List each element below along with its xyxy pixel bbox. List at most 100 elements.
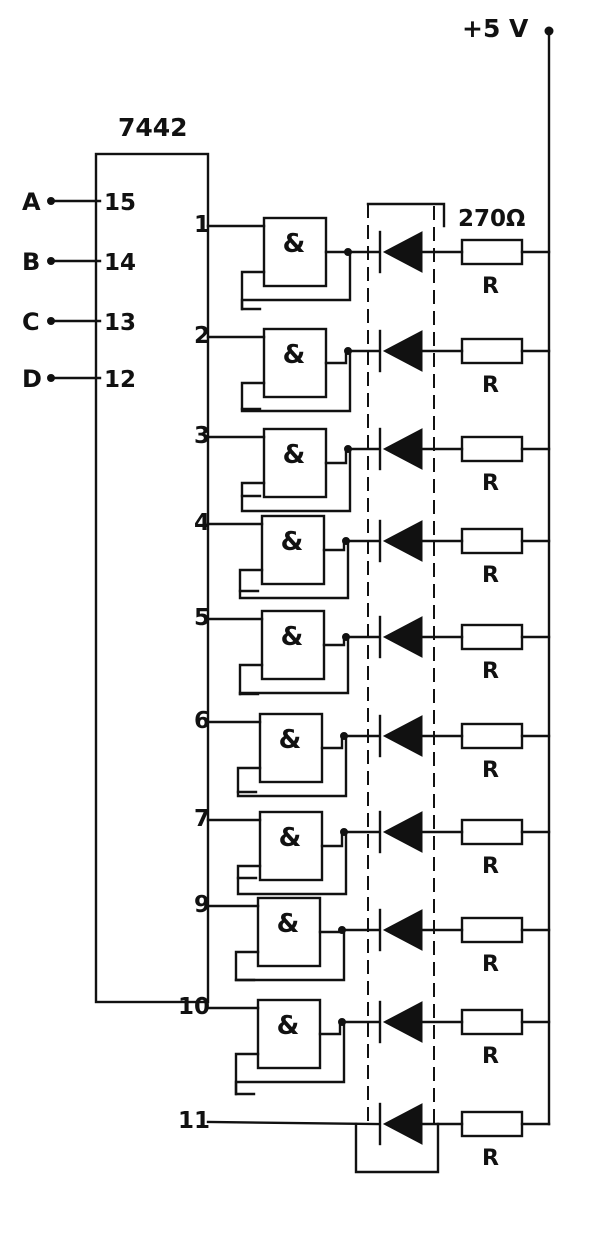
output-row-7: 7 & R — [194, 806, 551, 896]
gate-symbol: & — [279, 823, 302, 853]
gate-cross-wire — [238, 635, 350, 696]
gate-output-wire — [324, 349, 380, 365]
resistor: R — [460, 1008, 524, 1069]
and-gate: & — [260, 609, 326, 681]
resistor-label: R — [482, 1044, 499, 1069]
and-gate: & — [258, 712, 324, 784]
gate-symbol: & — [283, 229, 306, 259]
resistor-body — [460, 238, 524, 266]
resistor: R — [460, 435, 524, 496]
led — [378, 615, 423, 659]
led-triangle — [382, 1103, 423, 1145]
output-row-4: 4 & R — [194, 510, 551, 600]
led — [378, 810, 423, 854]
supply-label: +5 V — [462, 14, 529, 43]
gate-cross-wire — [240, 250, 352, 311]
input-label: C — [22, 308, 40, 336]
led — [378, 427, 423, 471]
resistor: R — [460, 722, 524, 783]
and-gate: & — [260, 514, 326, 586]
gate-feedback-wire — [240, 381, 266, 411]
frame-top — [366, 202, 446, 228]
resistor: R — [460, 623, 524, 684]
gate-output-wire — [318, 928, 380, 934]
gate-cross-wire — [240, 447, 352, 513]
led-triangle — [382, 715, 423, 757]
and-gate: & — [256, 998, 322, 1070]
gate-output-wire — [322, 635, 380, 647]
decoder-ic: 7442 — [94, 113, 210, 1004]
gate-feedback-wire — [240, 270, 266, 311]
gate-output-wire — [318, 1020, 380, 1036]
ic-label: 7442 — [118, 113, 188, 142]
led — [378, 519, 423, 563]
gate-feedback-wire — [234, 950, 260, 982]
input-pin-number: 12 — [104, 367, 136, 393]
gate-symbol: & — [281, 622, 304, 652]
gate-symbol: & — [277, 1011, 300, 1041]
junction-dot — [342, 633, 350, 641]
gate-output-wire — [320, 734, 380, 750]
gate-feedback-wire — [238, 663, 264, 696]
output-pin-label: 2 — [194, 323, 210, 349]
junction-dot — [340, 828, 348, 836]
resistor-label: R — [482, 1146, 499, 1171]
gate-output-wire — [324, 447, 380, 465]
input-pin-d: D 12 — [22, 365, 136, 393]
gate-feedback-wire — [240, 481, 266, 498]
led-triangle — [382, 909, 423, 951]
resistor-body — [460, 722, 524, 750]
led-triangle — [382, 811, 423, 853]
gate-cross-wire — [236, 830, 348, 896]
output-pin-label: 4 — [194, 510, 210, 536]
and-gate: & — [262, 327, 328, 399]
input-label: D — [22, 365, 42, 393]
output-row-11: 11R — [178, 1102, 551, 1171]
junction-dot — [344, 248, 352, 256]
junction-dot — [338, 1018, 346, 1026]
resistor: R — [460, 1110, 524, 1171]
resistor-body — [460, 818, 524, 846]
frame-bottom — [354, 1122, 440, 1174]
resistor: R — [460, 818, 524, 879]
output-row-1: 1&R — [194, 212, 551, 311]
output-row-2: 2 & R — [194, 323, 551, 413]
junction-dot — [344, 445, 352, 453]
junction-dot — [342, 537, 350, 545]
gate-feedback-wire — [236, 766, 262, 794]
output-pin-label: 6 — [194, 708, 210, 734]
led-triangle — [382, 330, 423, 372]
resistor: R — [460, 916, 524, 977]
resistor-body — [460, 1008, 524, 1036]
output-pin-label: 10 — [178, 994, 210, 1020]
input-pin-number: 13 — [104, 310, 136, 336]
resistor-label: R — [482, 563, 499, 588]
output-pin-label: 7 — [194, 806, 210, 832]
gate-feedback-wire — [238, 568, 264, 593]
gate-feedback-wire — [236, 864, 262, 880]
resistor: R — [460, 337, 524, 398]
output-row-9: 9&R — [194, 892, 551, 982]
led — [378, 230, 423, 274]
input-label: B — [22, 248, 40, 276]
resistor: R — [460, 527, 524, 588]
resistor-body — [460, 916, 524, 944]
gate-symbol: & — [281, 527, 304, 557]
and-gate: & — [262, 427, 328, 499]
output-pin-label: 3 — [194, 423, 210, 449]
and-gate: & — [258, 810, 324, 882]
led — [378, 1102, 423, 1146]
input-pin-number: 14 — [104, 250, 136, 276]
resistor-body — [460, 1110, 524, 1138]
gate-symbol: & — [283, 340, 306, 370]
led — [378, 714, 423, 758]
output-wire — [206, 1120, 380, 1126]
led-triangle — [382, 428, 423, 470]
gate-cross-wire — [240, 349, 352, 413]
led — [378, 908, 423, 952]
and-gate: & — [262, 216, 328, 288]
output-pin-label: 9 — [194, 892, 210, 918]
output-row-3: 3 & R — [194, 423, 551, 513]
